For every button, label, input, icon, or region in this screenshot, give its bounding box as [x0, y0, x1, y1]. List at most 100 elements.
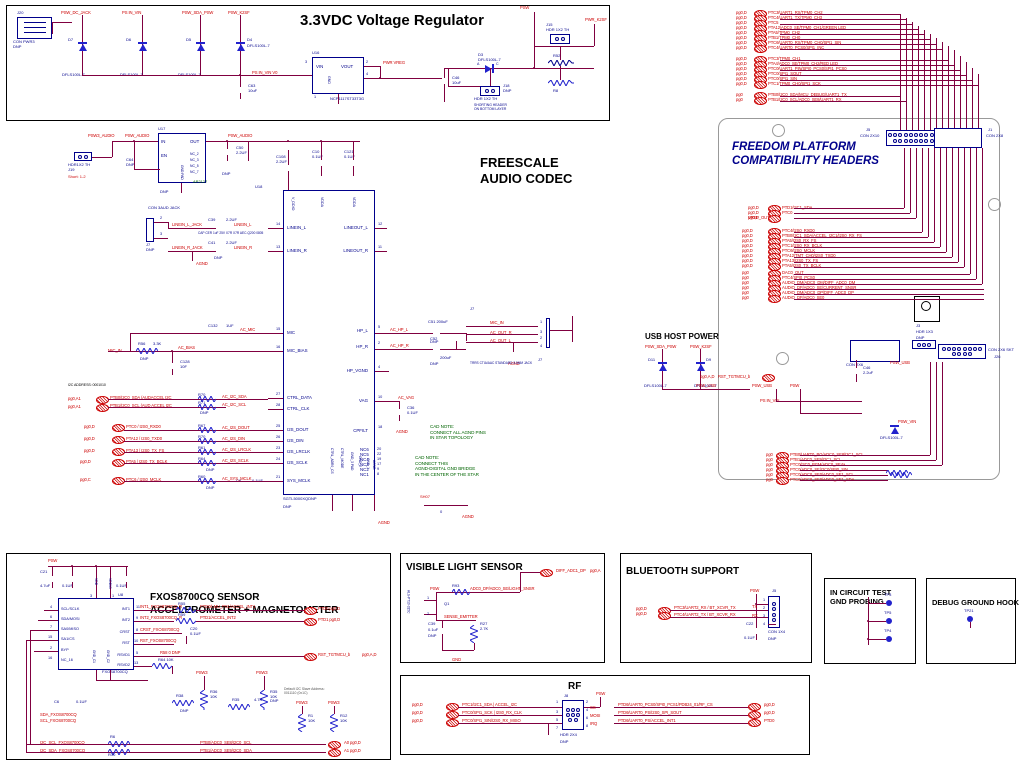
ref-r55: R55 [178, 601, 186, 606]
pin-u17-gndpad: GND PAD [180, 165, 184, 180]
value-d5: DFLS100L-7 [178, 72, 201, 77]
diode-d9 [696, 362, 705, 371]
offsheet-ptd1 [304, 618, 317, 626]
codec-nc-pins: NC6 NC5 NC4 NC3 NC2 NC1 [360, 447, 369, 477]
accel-pin-nc16: NC_16 [61, 658, 73, 662]
net-i2c-scl-fxos: I2C_SCL_FXOS8700CQ [40, 740, 85, 745]
testpoint-tp3[interactable] [886, 600, 892, 606]
freedom-signal-group-3: PTB0/I2C0_SDA/MCU_DEBUG/UART1_TX PTB1/I2… [768, 92, 847, 102]
codec-pin-cpfilt: CPFILT [353, 428, 368, 433]
pg-i2s-tx-bclk: pg0,D [80, 459, 91, 464]
connector-j2[interactable] [850, 340, 900, 362]
ref-d6: D6 [126, 37, 132, 42]
codec-pin-ctrl-clk: CTRL_CLK [287, 406, 310, 411]
codec-pin-linein-l: LINEIN_L [287, 225, 307, 230]
res-r35 [260, 690, 268, 710]
net-sig5-2: PTA5/I2S0_RX_FS [782, 238, 817, 243]
offsheet-accel-a1 [328, 749, 341, 757]
ref-c22-bt: C22 [746, 621, 754, 626]
freedom-signal-group-7: PTB0/UART0_PG/ADC0_SE8/I2C1_SCL PTB1/ADC… [790, 452, 864, 482]
testpoint-tp5[interactable] [886, 618, 892, 624]
freedom-signal-group-1: PTC3/UART1_RX/TPM0_CH2 PTC4/UART1_TX/TPM… [768, 10, 846, 50]
pg-sig2-0: pg0,D [736, 56, 747, 61]
net-sig7-2: PTC0/I2C0_PGM/ADC0_SE4a [790, 462, 846, 467]
pin-u17-out: OUT [190, 139, 200, 144]
ref-j1: J1 [988, 127, 993, 132]
net-sig5-0: PTC4/I2S0_RXD0 [782, 228, 815, 233]
offsheet-i2s-txd0 [112, 436, 125, 444]
block-bluetooth [620, 553, 812, 663]
net-sig2-0: PTC3/TPM0_CH1 [768, 56, 801, 61]
value-c21: 4.7uF [40, 583, 51, 588]
codec-pin-nc4: NC4 [360, 457, 369, 462]
net-bt-uart-rx: PTC3/UART2_RX / BT_XCVR_TX [674, 605, 736, 610]
res-r53 [548, 80, 574, 86]
header-j18[interactable] [480, 86, 500, 96]
net-agnd-bridge-r: AGND [462, 514, 474, 519]
connector-j3-pins[interactable] [912, 340, 936, 349]
accel-pin-rsvd2: RSVD2 [117, 663, 130, 667]
note-cap-dnp: DNP [214, 255, 223, 260]
value-d11: DFLS100L-7 [644, 383, 667, 388]
offsheet-rst-tgt-accel [304, 653, 317, 661]
note-agnd-bridge: CAD NOTE: CONNECT THIS AGND-DIGITAL GND … [415, 455, 479, 477]
pg-ptd1: PTD1 pg0,D [318, 617, 341, 622]
note-j7: TRRS CTIA/AAC STANDARD 3.5MM JACK [470, 361, 533, 365]
ref-c21: C21 [40, 569, 48, 574]
net-linein-l: LINEIN_L [234, 222, 252, 227]
codec-pin-hp-l: HP_L [357, 328, 368, 333]
net-sda-fxos-lbl: SDA_FXOS8700CQ [40, 712, 77, 717]
codec-pin-lineout-r: LINEOUT_R [343, 248, 368, 253]
testpoint-tp21[interactable] [967, 616, 973, 622]
res-r55 [176, 607, 196, 613]
value-j8: HDR 2X4 [560, 732, 577, 737]
connector-j5[interactable] [886, 130, 946, 146]
net-sense-emitter: SENSE_EMITTER [444, 614, 478, 619]
ref-r71-i2c: R71 [198, 400, 206, 405]
pg-sig1-4: pg0,D [736, 30, 747, 35]
net-psw-light: PSW [430, 586, 440, 591]
pin-gnd-u16: GND [327, 76, 331, 84]
jack-j7-body [546, 318, 550, 348]
net-agnd-bottom: AGND [378, 520, 390, 525]
accel-pin-int1: INT1 [121, 607, 130, 611]
freedom-pages-6: pg0 pg0 pg0 pg0 pg0 pg0 [742, 270, 749, 300]
net-sig3-1: PTB1/I2C0_SCL/ADC0_SE8/UART1_RX [768, 97, 842, 102]
net-sig6-5: AUDIO_DP/ADC0_SE0 [782, 295, 825, 300]
testpoint-tp4[interactable] [886, 636, 892, 642]
net-ac-i2c-scl: AC_I2C_SCL [222, 402, 247, 407]
freedom-signal-group-4: PTD1/I2C1_SDA PTC0 [782, 205, 812, 215]
ref-c39-light: C39 [428, 621, 436, 626]
connector-j26[interactable] [938, 344, 986, 359]
codec-nc-pinnums: 20 22 19 17 9 8 [377, 447, 382, 476]
connector-j5-bt[interactable] [768, 596, 780, 628]
net-crst-fxos: CRST_FXOS8700CQ [140, 627, 180, 632]
pg-i2s-txd0: pg0,D [84, 436, 95, 441]
pg-sig5-6: pg0,D [742, 258, 753, 263]
net-psw-bt: PSW [750, 588, 760, 593]
connector-j8-rf[interactable] [562, 700, 584, 730]
net-usb-psw-k2sf: PSW_K2SF [690, 344, 712, 349]
connector-j1[interactable] [934, 128, 982, 148]
net-i2s-rxd0: PTC0 / I2S0_RXD0 [126, 424, 161, 429]
res-r59 [176, 618, 196, 624]
ref-c41: C41 [208, 240, 216, 245]
net-sig3-0: PTB0/I2C0_SDA/MCU_DEBUG/UART1_TX [768, 92, 847, 97]
pg-sig1-5: pg0,D [736, 35, 747, 40]
net-ac-vag: AC_VAG [398, 395, 415, 400]
pin-u17-nc3: NC_3 [190, 158, 199, 162]
label-aud-j: J7 [538, 357, 543, 362]
net-rf-in-0: PTC1/I2C1_SDA | ACCEL_I2C [462, 702, 517, 707]
offsheet-rf-out-1 [748, 711, 761, 719]
header-j15[interactable] [550, 34, 570, 44]
pg-rf-out-1: pg0,D [764, 710, 775, 715]
header-j19[interactable] [74, 152, 92, 161]
ref-r53: R8 [553, 88, 559, 93]
accel-pin-scl: SCL/SCLK [61, 607, 80, 611]
